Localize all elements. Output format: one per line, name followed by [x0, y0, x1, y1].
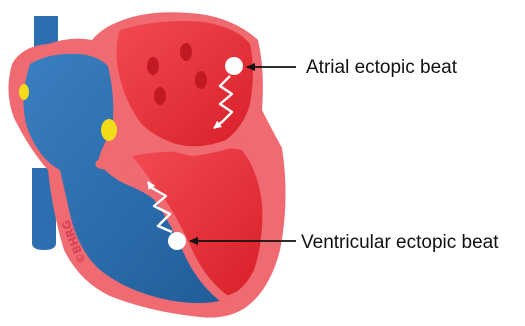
valve-marker	[19, 84, 29, 100]
ventricular-ectopic-label: Ventricular ectopic beat	[301, 232, 499, 253]
atrial-ectopic-focus	[225, 57, 243, 75]
pulmonary-vein-opening	[180, 43, 192, 61]
pulmonary-vein-opening	[154, 87, 166, 105]
pulmonary-vein-opening	[195, 71, 207, 89]
atrial-ectopic-label: Atrial ectopic beat	[306, 57, 458, 78]
ventricular-ectopic-focus	[168, 232, 186, 250]
pulmonary-vein-opening	[147, 57, 159, 75]
valve-marker	[101, 119, 117, 141]
